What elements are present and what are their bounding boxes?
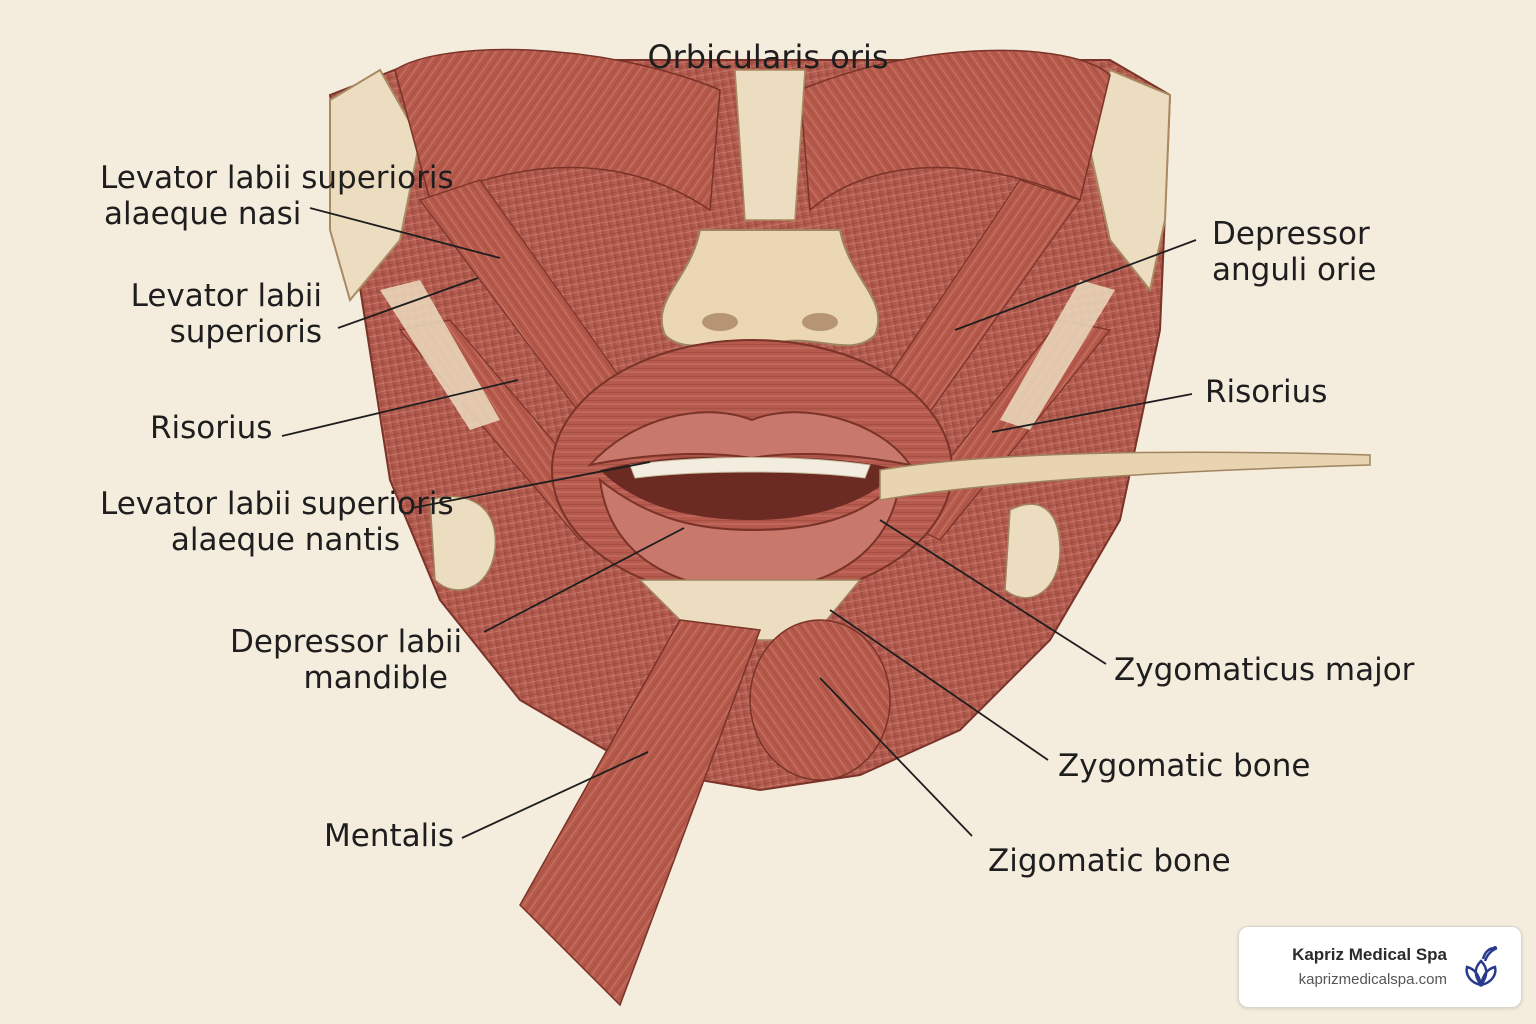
label-levator-labii-superioris: Levator labii superioris xyxy=(120,278,322,350)
lotus-icon xyxy=(1465,946,1498,988)
nose xyxy=(660,229,880,347)
label-line: Mentalis xyxy=(324,818,454,854)
label-line: alaeque nantis xyxy=(170,522,400,558)
label-lls-alaeque-nasi: Levator labii superioris alaeque nasi xyxy=(100,160,454,232)
left-cheekbone xyxy=(329,68,422,303)
leader-zigomatic-bone xyxy=(819,677,973,837)
right-risorius-extension xyxy=(879,451,1371,501)
label-risorius-right: Risorius xyxy=(1205,374,1327,410)
left-cheek-tendon xyxy=(429,495,497,591)
label-zigomatic-bone: Zigomatic bone xyxy=(988,843,1231,879)
label-line: Risorius xyxy=(150,410,273,446)
label-line: Zygomatic bone xyxy=(1058,748,1311,784)
label-line: Levator labii superioris xyxy=(100,486,454,522)
leader-levator-labii xyxy=(337,277,479,329)
label-line: superioris xyxy=(169,314,322,350)
label-line: anguli orie xyxy=(1212,252,1377,288)
mentalis-band xyxy=(519,619,762,1007)
leader-lines xyxy=(281,207,1197,839)
brand-url[interactable]: kaprizmedicalspa.com xyxy=(1298,971,1447,988)
leader-zygomatic-bone xyxy=(829,609,1049,761)
label-depressor-labii: Depressor labii mandible xyxy=(230,624,463,696)
label-lls-alaeque-nantis: Levator labii superioris alaeque nantis xyxy=(100,486,454,558)
label-line: alaeque nasi xyxy=(104,196,302,232)
diagram-title: Orbicularis oris xyxy=(647,38,889,76)
leader-lls-alaeque-nantis xyxy=(411,461,651,509)
upper-left-arch xyxy=(394,48,721,212)
label-line: Levator labii superioris xyxy=(100,160,454,196)
upper-right-arch xyxy=(799,49,1111,212)
label-line: Depressor labii xyxy=(230,624,463,660)
label-zygomatic-bone: Zygomatic bone xyxy=(1058,748,1310,784)
left-nostril xyxy=(702,313,738,331)
label-zygomaticus-major: Zygomaticus major xyxy=(1114,652,1414,688)
leader-depressor-labii xyxy=(483,527,685,633)
label-line: mandible xyxy=(303,660,449,696)
label-line: Zigomatic bone xyxy=(988,843,1231,879)
brand-name: Kapriz Medical Spa xyxy=(1292,945,1447,964)
right-nostril xyxy=(802,313,838,331)
leader-risorius-right xyxy=(991,393,1193,433)
label-line: Levator labii xyxy=(130,278,322,314)
right-cheekbone xyxy=(1088,68,1172,293)
leader-depressor-anguli xyxy=(954,239,1197,331)
leader-zygomaticus-major xyxy=(879,519,1107,665)
label-line: Depressor xyxy=(1212,216,1370,252)
leader-lls-alaeque-nasi xyxy=(309,207,501,259)
nasal-bridge xyxy=(734,69,806,221)
leader-risorius-left xyxy=(281,379,519,437)
leader-mentalis xyxy=(461,751,649,839)
lower-lip xyxy=(598,477,902,592)
label-mentalis: Mentalis xyxy=(324,818,454,854)
label-depressor-anguli: Depressor anguli orie xyxy=(1212,216,1376,288)
label-risorius-left: Risorius xyxy=(150,410,272,446)
teeth xyxy=(629,457,871,479)
tendon-streak-right xyxy=(1000,280,1115,430)
label-line: Zygomaticus major xyxy=(1114,652,1415,688)
tendon-streak-left xyxy=(380,280,500,430)
brand-badge[interactable]: Kapriz Medical Spa kaprizmedicalspa.com xyxy=(1238,926,1522,1008)
chin-mound xyxy=(749,619,891,781)
label-line: Risorius xyxy=(1205,374,1328,410)
right-cheek-tendon xyxy=(1004,503,1061,599)
